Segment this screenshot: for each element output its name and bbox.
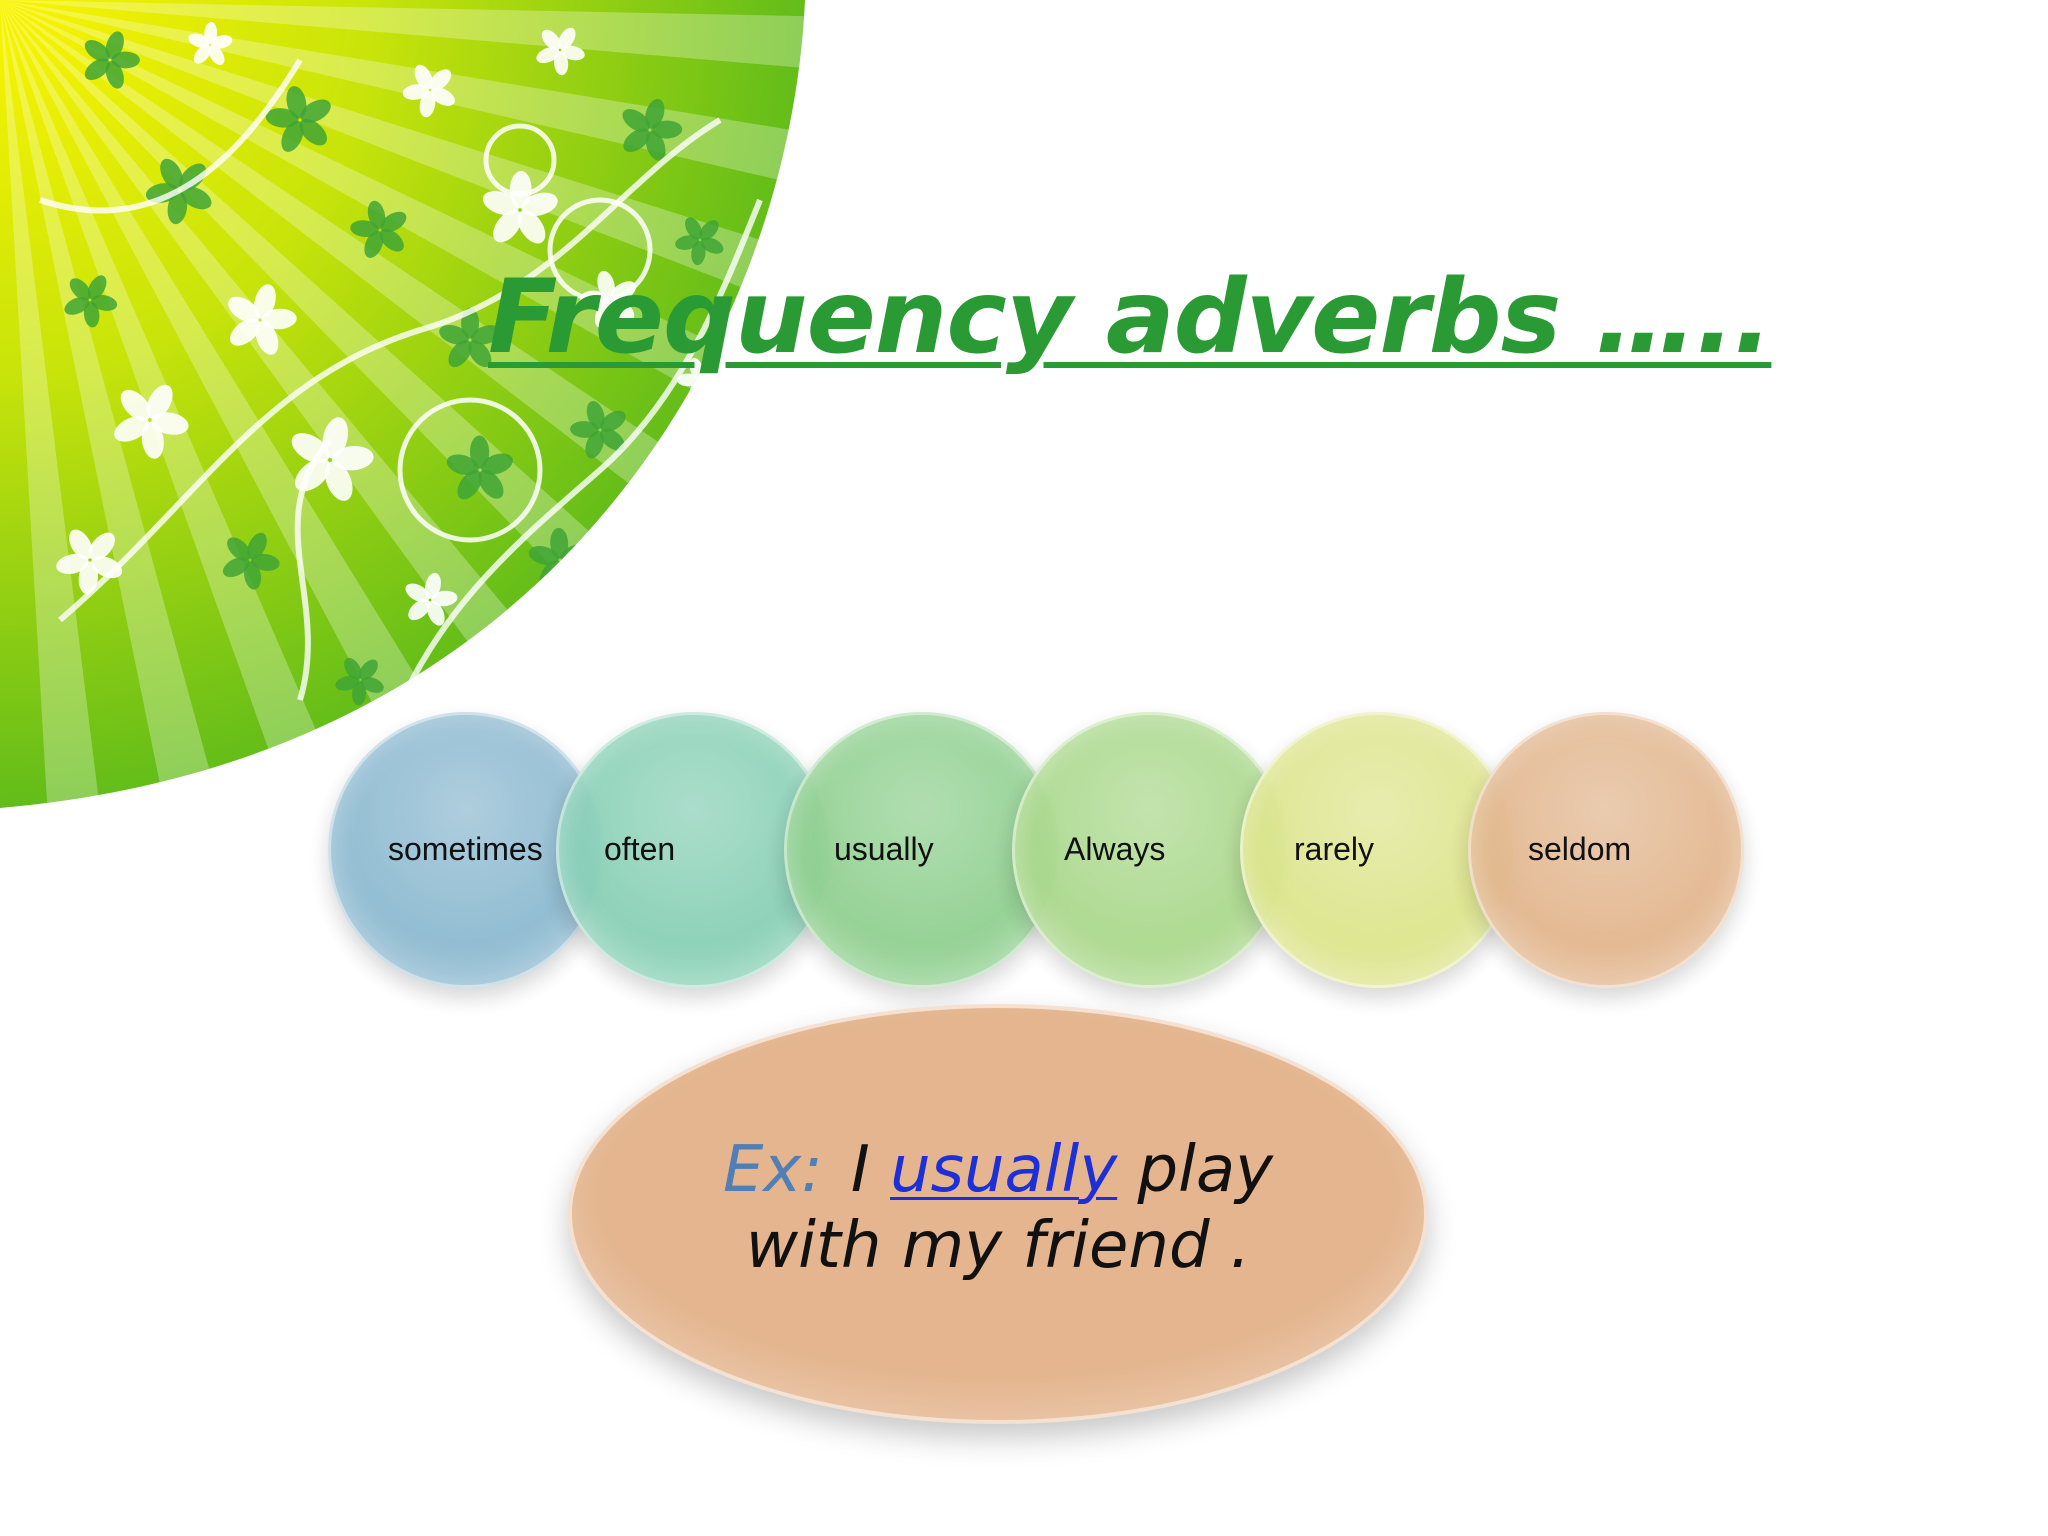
adverb-bubble-5: [1468, 712, 1744, 988]
sun-ray: [0, 0, 805, 589]
sun-ray: [0, 0, 147, 808]
white-flower: [228, 284, 297, 355]
vine-ring: [397, 397, 543, 543]
green-leaf: [145, 158, 212, 225]
sun-ray: [0, 0, 805, 434]
vine-swirl: [39, 58, 303, 214]
green-leaf: [622, 98, 683, 161]
green-leaf: [439, 307, 501, 368]
sun-ray: [0, 0, 805, 101]
white-flower: [114, 384, 189, 459]
vine-swirl: [58, 117, 722, 623]
example-rest: play: [1137, 1133, 1274, 1207]
adverb-label: seldom: [1528, 831, 1632, 867]
white-flower: [405, 572, 458, 626]
green-leaf: [570, 401, 626, 459]
white-flower: [482, 170, 558, 244]
white-flower: [56, 529, 123, 595]
adverb-label: rarely: [1294, 831, 1375, 867]
example-line2: with my friend .: [745, 1209, 1251, 1283]
adverb-label: often: [604, 831, 676, 867]
example-subject: I: [850, 1133, 870, 1207]
green-leaf: [350, 200, 407, 258]
vine-ring: [483, 123, 557, 197]
white-flower: [536, 27, 585, 76]
green-leaf: [675, 217, 724, 266]
example-oval: [568, 1004, 1428, 1424]
white-flower: [402, 64, 455, 118]
example-prefix: Ex:: [722, 1133, 823, 1207]
adverb-label: sometimes: [388, 831, 543, 867]
green-leaf: [446, 435, 513, 500]
vine-ring: [547, 197, 653, 303]
slide-title: Frequency adverbs …..: [488, 258, 1772, 377]
example-sentence: Ex: I usually play with my friend .: [568, 1132, 1428, 1284]
green-leaf: [84, 31, 140, 89]
adverb-label: Always: [1064, 831, 1166, 867]
adverb-label: usually: [834, 831, 934, 867]
white-flower: [188, 22, 233, 65]
green-leaf: [222, 532, 280, 590]
example-keyword: usually: [890, 1133, 1118, 1207]
green-leaf: [265, 86, 331, 152]
vine-swirl: [294, 438, 333, 701]
green-leaf: [64, 275, 118, 328]
green-leaf: [335, 657, 384, 706]
floral-corner-decoration: [0, 0, 805, 808]
vine-swirl: [377, 198, 763, 761]
